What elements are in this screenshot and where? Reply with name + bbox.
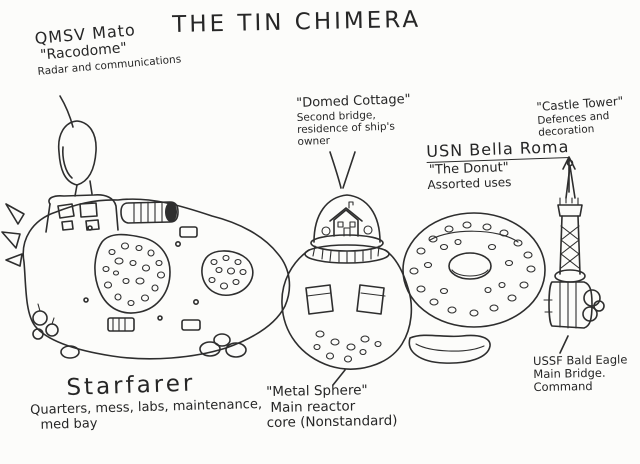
leader-line-cottage xyxy=(329,151,356,189)
annotation-bald-eagle: USSF Bald Eagle Main Bridge. Command xyxy=(533,352,628,395)
sphere-spots xyxy=(313,330,382,363)
hull-spots-left xyxy=(102,242,166,307)
mato-head-drawing xyxy=(45,120,119,233)
castle-tower-drawing xyxy=(543,159,605,329)
page-title: THE TIN CHIMERA xyxy=(172,6,422,38)
leader-line-sphere xyxy=(332,369,346,386)
metal-sphere-drawing xyxy=(281,249,413,370)
starfarer-hull-drawing xyxy=(1,198,291,360)
annotation-starfarer-description: Quarters, mess, labs, maintenance, med b… xyxy=(30,397,263,434)
leader-line-bald-eagle xyxy=(559,335,569,354)
domed-cottage-drawing xyxy=(304,194,390,264)
leader-line-mato xyxy=(59,95,74,128)
donut-drawing xyxy=(402,212,546,364)
annotation-domed-cottage: "Domed Cottage" Second bridge, residence… xyxy=(296,92,412,148)
annotation-bella-roma: USN Bella Roma "The Donut" Assorted uses xyxy=(426,137,571,193)
annotation-castle-tower: "Castle Tower" Defences and decoration xyxy=(536,94,625,139)
annotation-starfarer-name: Starfarer xyxy=(66,370,196,401)
bald-eagle-line2: Command xyxy=(533,379,593,395)
hull-spots-right xyxy=(208,254,247,290)
metal-sphere-line2: core (Nonstandard) xyxy=(266,412,398,432)
donut-spots xyxy=(409,221,536,317)
annotation-metal-sphere: "Metal Sphere" Main reactor core (Nonsta… xyxy=(266,382,398,432)
